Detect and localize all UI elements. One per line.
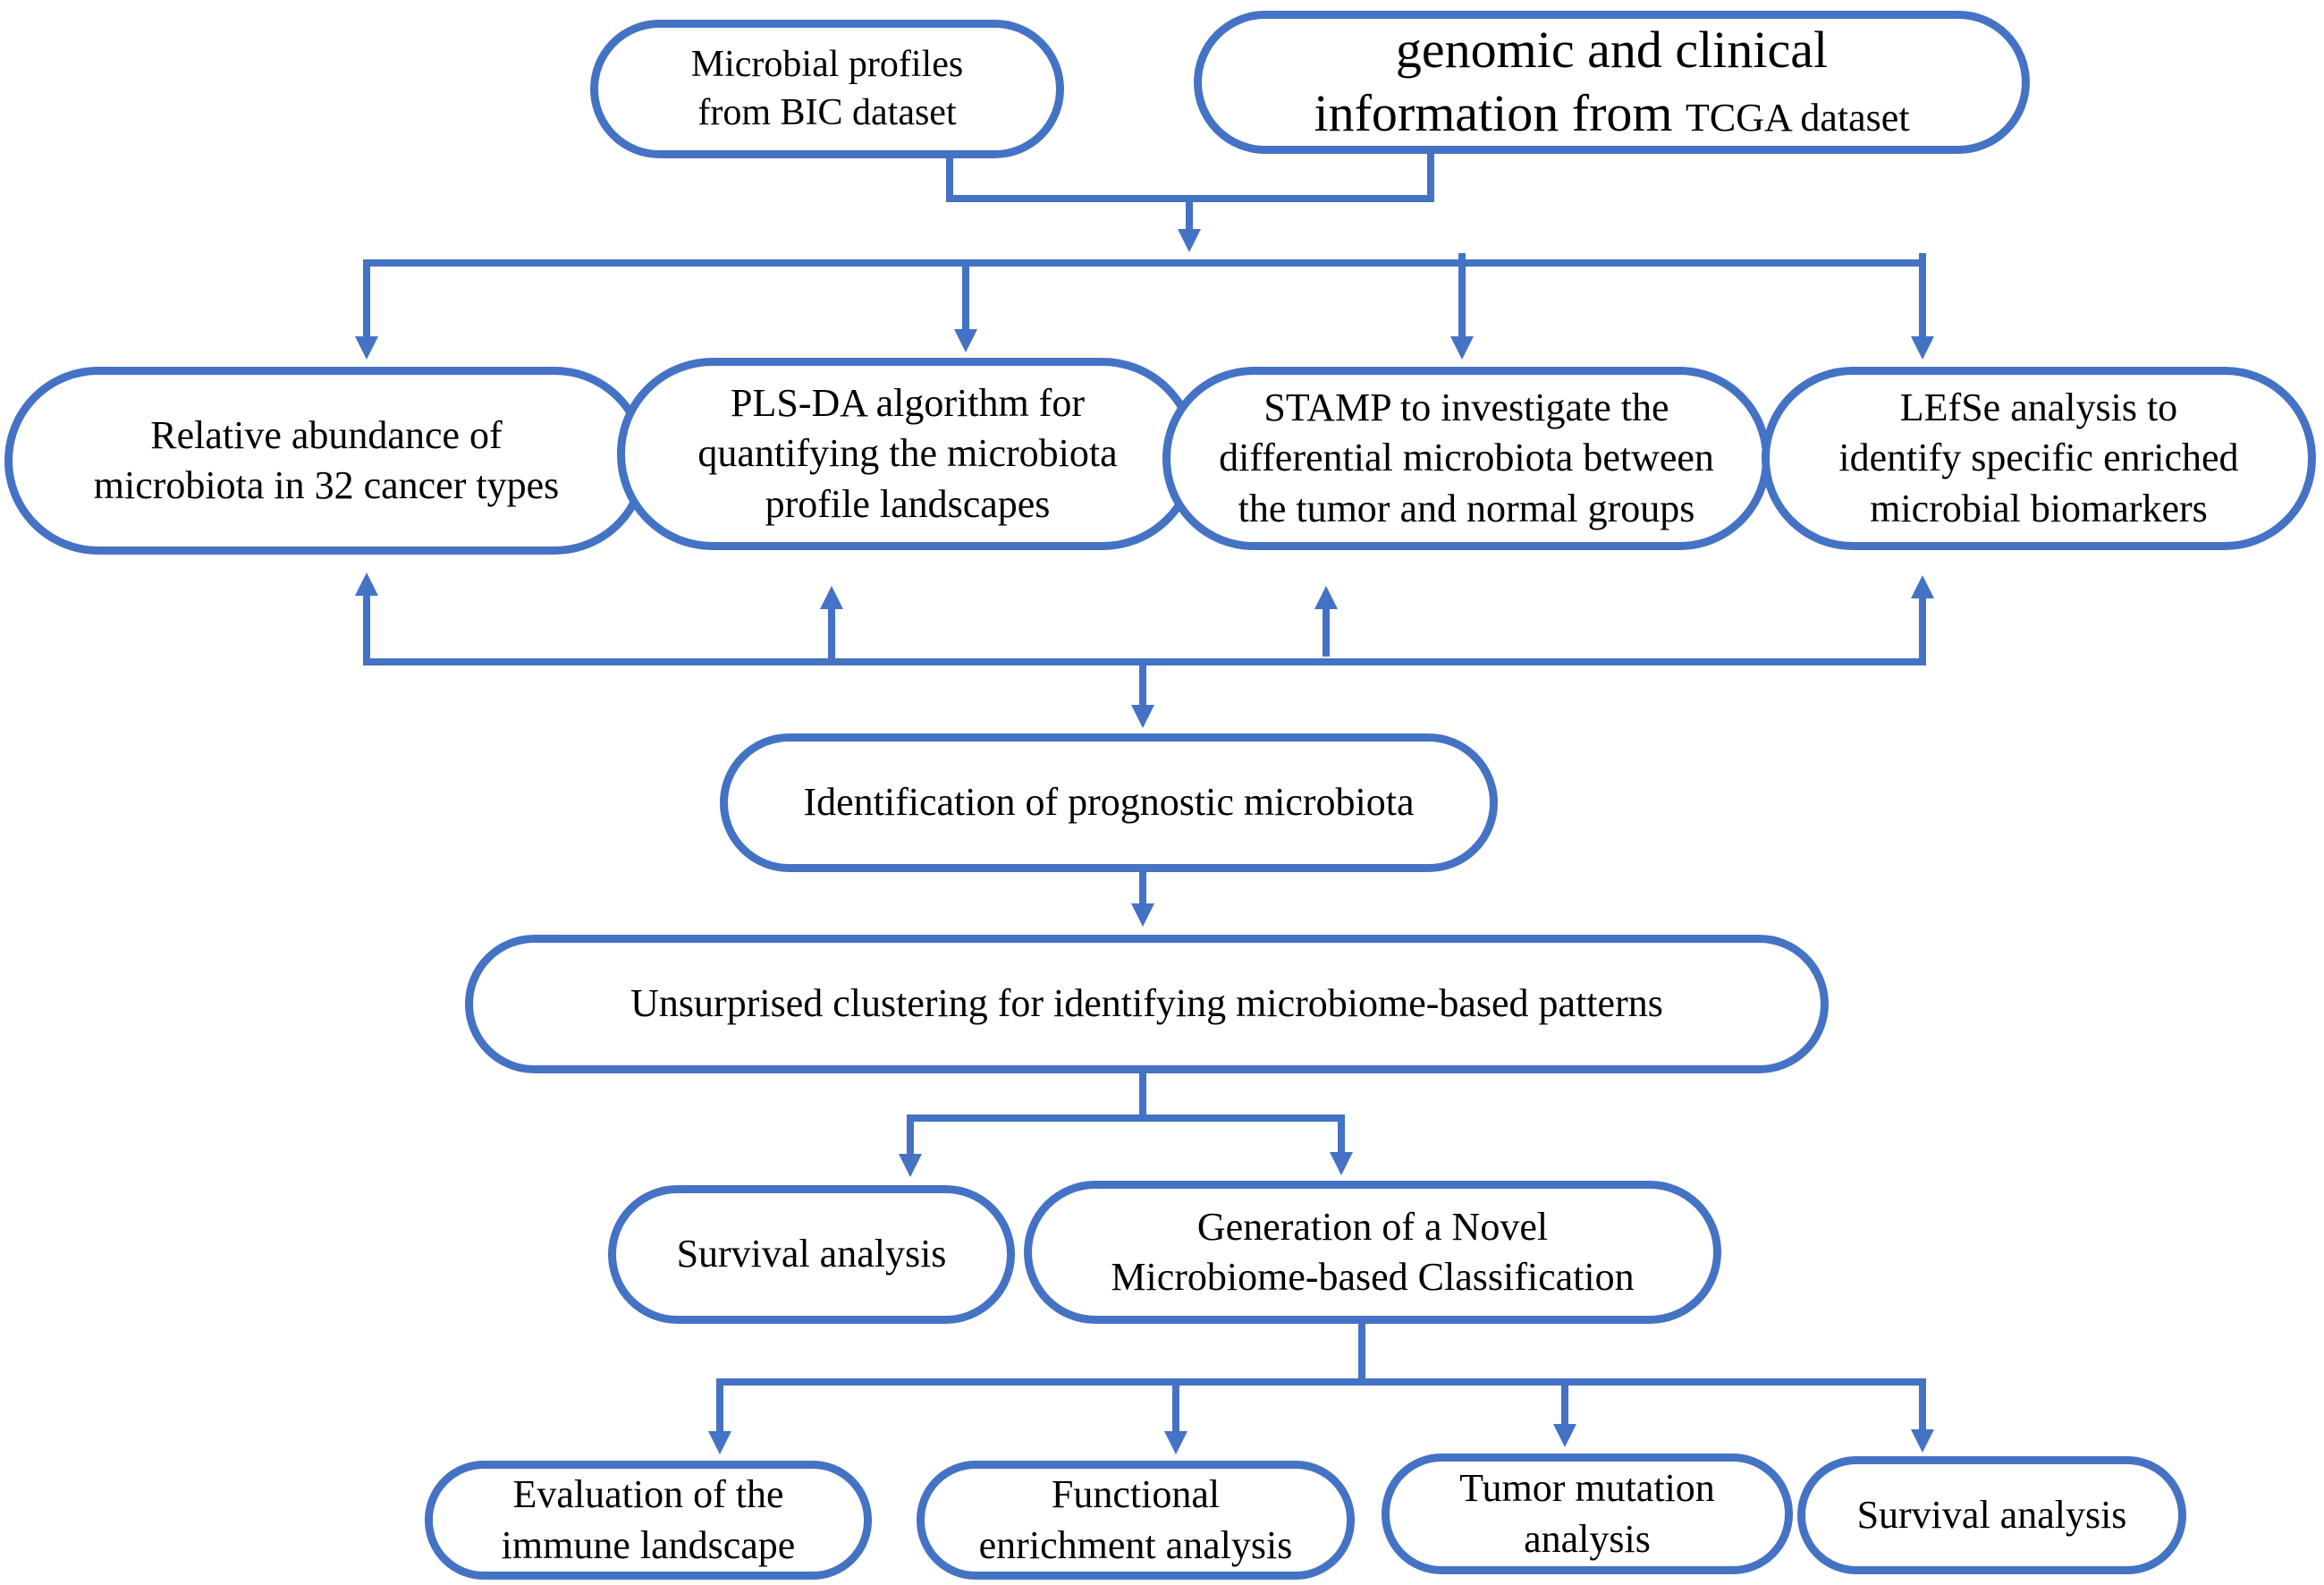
relative-abundance-label: Relative abundance of microbiota in 32 c… — [93, 412, 560, 507]
arrowhead-bottom-1 — [355, 572, 378, 596]
arrowhead-top-1 — [355, 336, 378, 360]
survival-analysis-label-1: Survival analysis — [676, 1232, 947, 1276]
arrowhead-merge — [1178, 229, 1201, 252]
prognostic-microbiota-node: Identification of prognostic microbiota — [720, 733, 1498, 872]
arrowhead-survival-2 — [1911, 1429, 1934, 1453]
connector-clustering-split — [910, 1070, 1345, 1122]
classification-label: Generation of a Novel Microbiome-based C… — [1111, 1204, 1635, 1299]
lefse-node: LEfSe analysis to identify specific enri… — [1762, 367, 2316, 550]
tcga-main-text: genomic and clinical information from — [1314, 21, 1829, 142]
survival-analysis-node-1: Survival analysis — [608, 1185, 1015, 1324]
arrowhead-top-3 — [1450, 336, 1474, 360]
clustering-node: Unsurprised clustering for identifying m… — [465, 935, 1829, 1073]
arrowhead-classification — [1330, 1152, 1353, 1175]
arrowhead-top-2 — [954, 329, 977, 352]
survival-analysis-label-2: Survival analysis — [1856, 1492, 2127, 1537]
arrowhead-survival-1 — [899, 1154, 922, 1177]
tcga-suffix-text: TCGA dataset — [1686, 96, 1910, 140]
functional-enrichment-label: Functional enrichment analysis — [978, 1472, 1293, 1567]
tcga-dataset-label: genomic and clinical information from TC… — [1314, 19, 1909, 146]
plsda-node: PLS-DA algorithm for quantifying the mic… — [617, 358, 1198, 550]
arrowhead-clustering — [1131, 903, 1154, 927]
arrowhead-immune — [708, 1431, 731, 1454]
classification-node: Generation of a Novel Microbiome-based C… — [1024, 1181, 1721, 1324]
arrowhead-bottom-3 — [1314, 586, 1338, 609]
bic-dataset-node: Microbial profiles from BIC dataset — [590, 20, 1064, 158]
clustering-label: Unsurprised clustering for identifying m… — [630, 981, 1663, 1026]
tcga-dataset-node: genomic and clinical information from TC… — [1194, 11, 2030, 154]
tumor-mutation-node: Tumor mutation analysis — [1382, 1454, 1793, 1574]
relative-abundance-node: Relative abundance of microbiota in 32 c… — [4, 367, 648, 555]
arrowhead-top-4 — [1911, 336, 1934, 360]
immune-landscape-node: Evaluation of the immune landscape — [425, 1461, 872, 1580]
stamp-label: STAMP to investigate the differential mi… — [1219, 386, 1714, 530]
tumor-mutation-label: Tumor mutation analysis — [1459, 1466, 1715, 1561]
lefse-label: LEfSe analysis to identify specific enri… — [1838, 386, 2239, 530]
connector-bic-down — [946, 154, 1434, 202]
stamp-node: STAMP to investigate the differential mi… — [1162, 367, 1770, 550]
bic-dataset-label: Microbial profiles from BIC dataset — [690, 43, 964, 133]
arrowhead-prognostic — [1131, 705, 1154, 728]
arrowhead-mutation — [1553, 1424, 1576, 1447]
functional-enrichment-node: Functional enrichment analysis — [917, 1461, 1355, 1580]
plsda-label: PLS-DA algorithm for quantifying the mic… — [697, 381, 1118, 526]
immune-landscape-label: Evaluation of the immune landscape — [501, 1472, 796, 1567]
arrowhead-bottom-2 — [820, 586, 843, 609]
arrowhead-functional — [1164, 1431, 1187, 1454]
survival-analysis-node-2: Survival analysis — [1797, 1456, 2186, 1574]
prognostic-microbiota-label: Identification of prognostic microbiota — [803, 780, 1415, 825]
arrowhead-bottom-4 — [1911, 575, 1934, 598]
